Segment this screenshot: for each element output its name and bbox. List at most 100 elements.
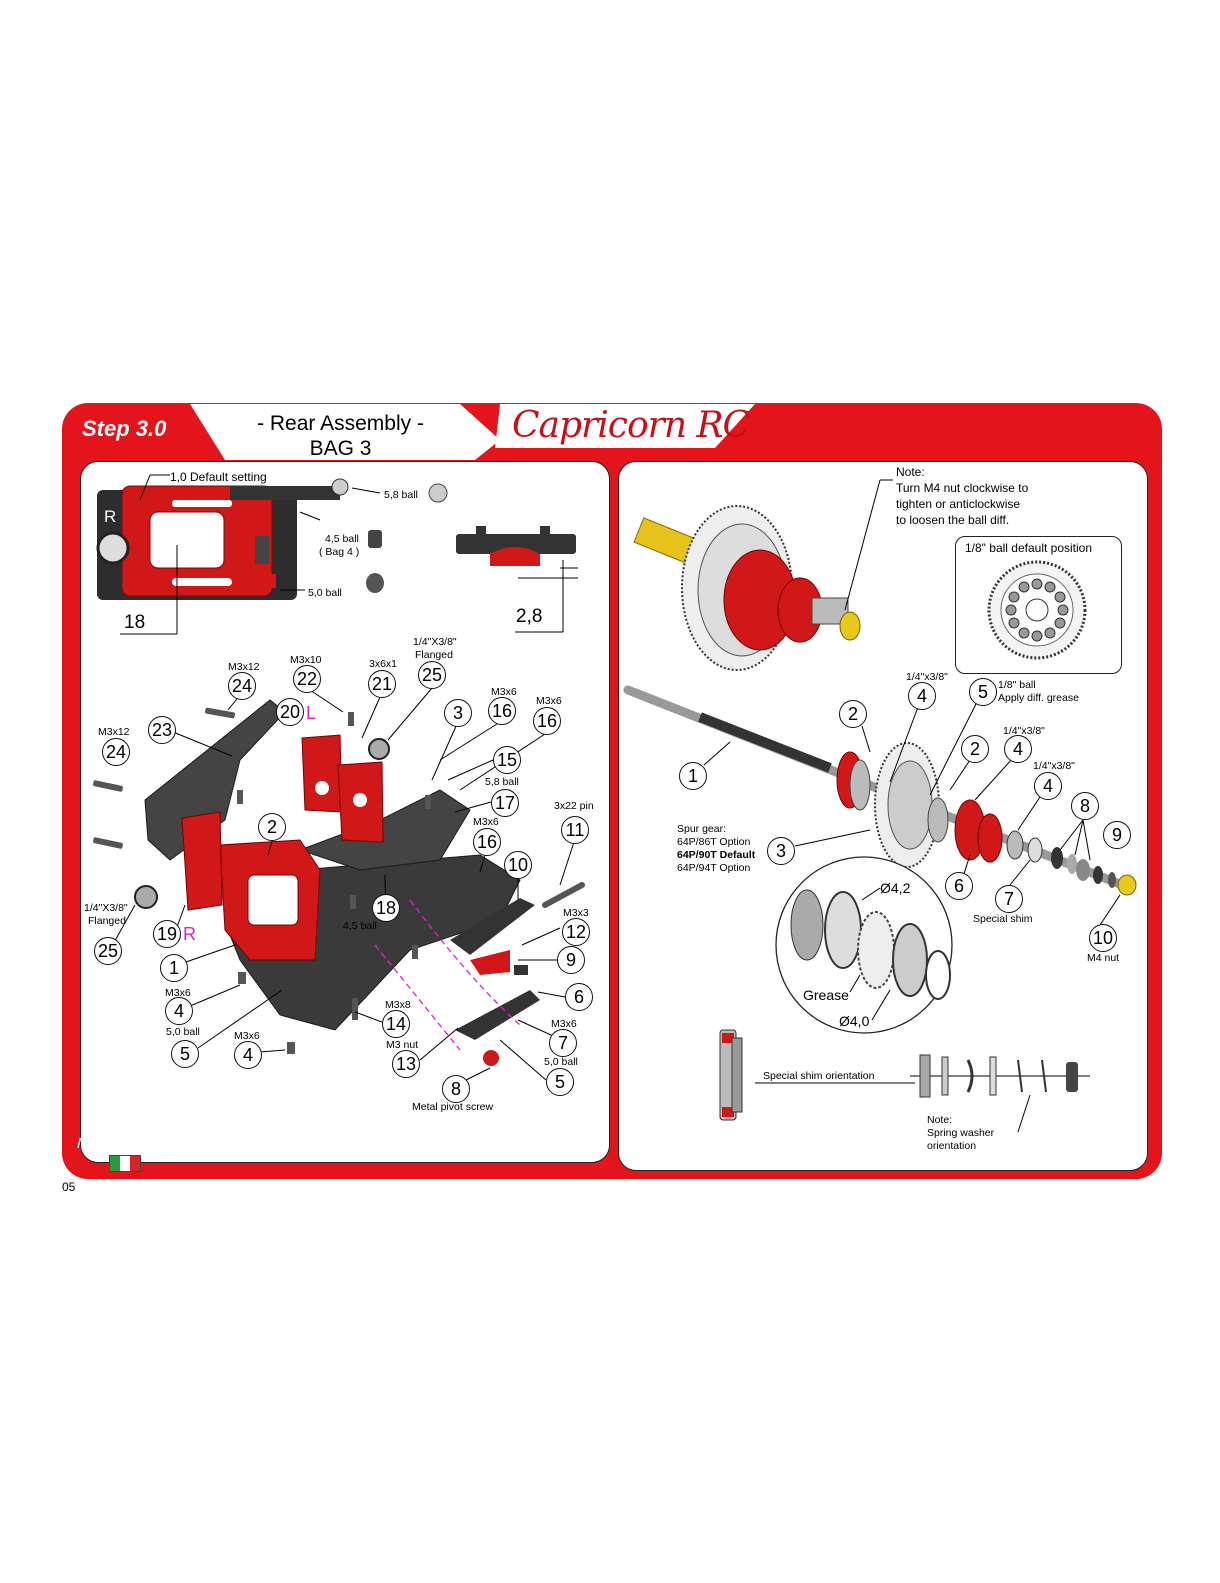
callout-8: 8	[442, 1075, 470, 1103]
callout-6: 6	[565, 983, 593, 1011]
callout-7: 7	[549, 1029, 577, 1057]
callout-22: 22	[293, 665, 321, 693]
label-3x22-pin: 3x22 pin	[554, 800, 594, 812]
title-line-1: - Rear Assembly -	[257, 412, 424, 435]
title-line-2: BAG 3	[309, 437, 372, 460]
label-flanged-r-a: 1/4"x3/8"	[906, 671, 948, 683]
label-m3x12-b: M3x12	[98, 726, 130, 738]
callout-9: 9	[557, 946, 585, 974]
callout-5-a: 5	[171, 1040, 199, 1068]
label-18-ball: 1/8" ball	[998, 679, 1036, 691]
bulkhead-plate-top-view	[96, 478, 349, 600]
ball-default-position-label: 1/8" ball default position	[965, 541, 1093, 555]
assembled-ball-diff	[633, 479, 893, 671]
r-callout-5: 5	[969, 678, 997, 706]
label-special-shim-orientation: Special shim orientation	[763, 1070, 875, 1082]
made-in-italy: Made in Italy	[77, 1135, 163, 1152]
shim-orientation-drawing	[719, 1029, 1090, 1121]
callout-14: 14	[382, 1010, 410, 1038]
callout-25-b: 25	[94, 937, 122, 965]
thrust-bearing-detail	[775, 856, 953, 1034]
label-special-shim: Special shim	[973, 913, 1033, 925]
callout-24-b: 24	[102, 738, 130, 766]
label-m4-nut: M4 nut	[1087, 952, 1120, 964]
note-line-3: to loosen the ball diff.	[896, 513, 1010, 527]
exploded-diff-shaft	[623, 685, 1137, 896]
label-flanged-b1: 1/4"X3/8"	[84, 902, 128, 914]
label-grease: Grease	[803, 987, 849, 1003]
label-d40: Ø4,0	[839, 1013, 870, 1029]
dimension-18: 18	[124, 612, 146, 633]
note-line-2: tighten or anticlockwise	[896, 497, 1021, 511]
note2-title: Note:	[927, 1114, 953, 1126]
default-setting-label: 1,0 Default setting	[170, 470, 267, 484]
label-right-R: R	[183, 924, 196, 944]
label-m3x6-d: M3x6	[165, 987, 191, 999]
callout-16-a: 16	[488, 697, 516, 725]
r-callout-6: 6	[945, 872, 973, 900]
label-m3x6-f: M3x6	[551, 1018, 577, 1030]
callout-5-b: 5	[546, 1068, 574, 1096]
label-m3x3: M3x3	[563, 907, 589, 919]
red-bulkheads	[181, 734, 384, 961]
label-apply-diff-grease: Apply diff. grease	[998, 692, 1079, 704]
label-flanged-b2: Flanged	[88, 915, 126, 927]
r-callout-9: 9	[1103, 821, 1131, 849]
ball-45-label: 4,5 ball	[325, 533, 359, 545]
label-metal-pivot-screw: Metal pivot screw	[412, 1101, 494, 1113]
spur-default-90: 64P/90T Default	[677, 849, 756, 861]
italy-flag	[109, 1155, 141, 1172]
note2-line-1: Spring washer	[927, 1127, 995, 1139]
callout-10: 10	[504, 851, 532, 879]
r-callout-2-a: 2	[839, 700, 867, 728]
note-title: Note:	[896, 465, 925, 479]
callout-20: 20	[276, 698, 304, 726]
label-d42: Ø4,2	[880, 880, 911, 896]
label-m3x6-c: M3x6	[473, 816, 499, 828]
callout-18: 18	[372, 894, 400, 922]
label-58-ball-b: 5,8 ball	[485, 776, 519, 788]
callout-23: 23	[148, 716, 176, 744]
label-left-L: L	[306, 703, 317, 723]
label-50-ball-c: 5,0 ball	[544, 1056, 578, 1068]
note-line-1: Turn M4 nut clockwise to	[896, 481, 1029, 495]
label-3x6x1: 3x6x1	[369, 658, 398, 670]
label-flanged-r-c: 1/4"x3/8"	[1033, 760, 1075, 772]
r-callout-4-c: 4	[1034, 772, 1062, 800]
r-callout-2-b: 2	[961, 735, 989, 763]
spur-gear-title: Spur gear:	[677, 823, 727, 835]
spur-option-86: 64P/86T Option	[677, 836, 751, 848]
callout-19: 19	[153, 920, 181, 948]
r-callout-8: 8	[1071, 792, 1099, 820]
callout-15: 15	[493, 746, 521, 774]
r-callout-10: 10	[1089, 924, 1117, 952]
callout-24-a: 24	[228, 672, 256, 700]
callout-1: 1	[160, 954, 188, 982]
bag4-label: ( Bag 4 )	[319, 546, 360, 558]
callout-21: 21	[368, 670, 396, 698]
label-m3x8: M3x8	[385, 999, 411, 1011]
r-callout-1: 1	[679, 762, 707, 790]
page-number: 05	[62, 1180, 76, 1194]
r-callout-7: 7	[995, 885, 1023, 913]
label-flanged-a2: Flanged	[415, 649, 453, 661]
r-callout-3: 3	[767, 837, 795, 865]
label-m3x6-b: M3x6	[536, 695, 562, 707]
pivot-parts	[450, 898, 540, 1066]
r-callout-4-b: 4	[1004, 735, 1032, 763]
step-label: Step 3.0	[82, 416, 167, 441]
page-title: - Rear Assembly - BAG 3	[228, 411, 453, 461]
label-flanged-a1: 1/4"X3/8"	[413, 636, 457, 648]
callout-4-b: 4	[234, 1041, 262, 1069]
label-m3x12-a: M3x12	[228, 661, 260, 673]
brand-tab	[495, 404, 755, 448]
callout-16-b: 16	[533, 707, 561, 735]
callout-25-a: 25	[418, 661, 446, 689]
ball-58-label: 5,8 ball	[384, 489, 418, 501]
brand-logo: Capricorn RC	[512, 405, 750, 446]
callout-3: 3	[444, 699, 472, 727]
callout-2: 2	[258, 813, 286, 841]
label-m3-nut: M3 nut	[386, 1039, 419, 1051]
